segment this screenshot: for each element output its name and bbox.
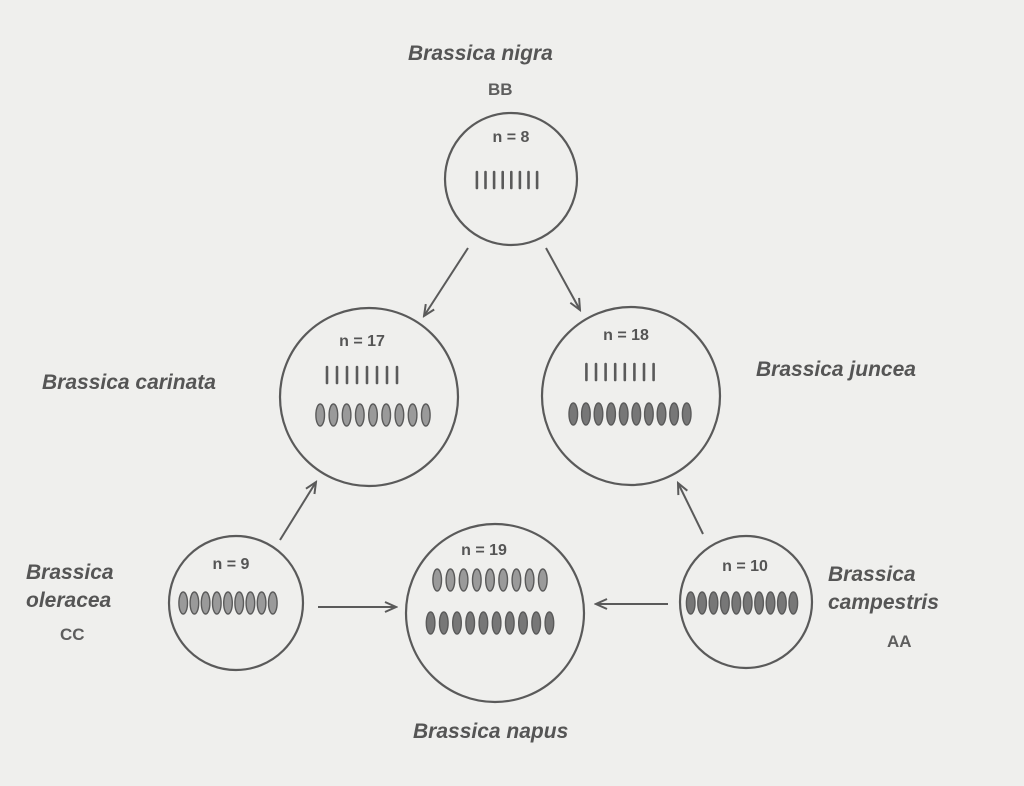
- oval-chromosome: [742, 591, 753, 615]
- oval-chromosome: [498, 568, 509, 592]
- napus-chromosome-count: n = 19: [461, 542, 507, 559]
- label-brassica-juncea: Brassica juncea: [756, 358, 916, 381]
- oleracea-chromosome-count: n = 9: [213, 556, 250, 573]
- carinata-oval-row: [315, 403, 431, 427]
- juncea-chromosome-count: n = 18: [603, 327, 649, 344]
- arrow-oleracea-to-carinata: [279, 482, 316, 541]
- genome-cc: CC: [60, 625, 85, 644]
- genome-aa: AA: [887, 632, 912, 651]
- campestris-oval-row: [685, 591, 799, 615]
- oval-chromosome: [524, 568, 535, 592]
- juncea-cell: n = 18: [540, 305, 722, 487]
- oval-chromosome: [222, 591, 233, 615]
- oval-chromosome: [643, 402, 654, 426]
- napus-cell: n = 19: [404, 522, 586, 704]
- carinata-cell: n = 17: [278, 306, 460, 488]
- oval-chromosome: [315, 403, 326, 427]
- napus-oval-row-dark: [425, 611, 555, 635]
- oval-chromosome: [394, 403, 405, 427]
- napus-oval-row-light: [432, 568, 548, 592]
- oval-chromosome: [731, 591, 742, 615]
- oval-chromosome: [765, 591, 776, 615]
- oval-chromosome: [245, 591, 256, 615]
- oval-chromosome: [381, 403, 392, 427]
- oval-chromosome: [445, 568, 456, 592]
- oval-chromosome: [471, 568, 482, 592]
- oval-chromosome: [537, 568, 548, 592]
- oval-chromosome: [511, 568, 522, 592]
- arrow-nigra-to-juncea: [545, 247, 580, 310]
- arrow-nigra-to-carinata: [424, 247, 469, 316]
- arrow-campestris-to-juncea: [678, 483, 704, 535]
- oval-chromosome: [211, 591, 222, 615]
- oval-chromosome: [568, 402, 579, 426]
- oval-chromosome: [719, 591, 730, 615]
- oleracea-oval-row: [178, 591, 278, 615]
- oval-chromosome: [267, 591, 278, 615]
- oval-chromosome: [407, 403, 418, 427]
- oval-chromosome: [200, 591, 211, 615]
- oval-chromosome: [465, 611, 476, 635]
- oval-chromosome: [580, 402, 591, 426]
- oleracea-cell: n = 9: [167, 534, 305, 672]
- oval-chromosome: [368, 403, 379, 427]
- oval-chromosome: [754, 591, 765, 615]
- oval-chromosome: [341, 403, 352, 427]
- carinata-chromosome-count: n = 17: [339, 333, 385, 350]
- label-brassica-oleracea-line2: oleracea: [26, 589, 112, 612]
- oval-chromosome: [491, 611, 502, 635]
- nigra-chromosome-count: n = 8: [493, 129, 530, 146]
- juncea-oval-row: [568, 402, 692, 426]
- oval-chromosome: [669, 402, 680, 426]
- oval-chromosome: [518, 611, 529, 635]
- oval-chromosome: [681, 402, 692, 426]
- oval-chromosome: [438, 611, 449, 635]
- oval-chromosome: [708, 591, 719, 615]
- oval-chromosome: [425, 611, 436, 635]
- oval-chromosome: [178, 591, 189, 615]
- label-brassica-campestris-line2: campestris: [828, 591, 939, 614]
- oval-chromosome: [485, 568, 496, 592]
- label-brassica-carinata: Brassica carinata: [42, 371, 216, 394]
- juncea-rod-row: [585, 362, 655, 382]
- oval-chromosome: [631, 402, 642, 426]
- oval-chromosome: [256, 591, 267, 615]
- carinata-rod-row: [325, 365, 399, 385]
- oval-chromosome: [531, 611, 542, 635]
- oval-chromosome: [452, 611, 463, 635]
- oval-chromosome: [656, 402, 667, 426]
- nigra-chromosome-row: [475, 170, 539, 190]
- oval-chromosome: [788, 591, 799, 615]
- campestris-chromosome-count: n = 10: [722, 558, 768, 575]
- oval-chromosome: [504, 611, 515, 635]
- label-brassica-oleracea-line1: Brassica: [26, 561, 114, 584]
- oval-chromosome: [432, 568, 443, 592]
- oval-chromosome: [354, 403, 365, 427]
- oval-chromosome: [328, 403, 339, 427]
- campestris-cell: n = 10: [678, 534, 814, 670]
- label-brassica-nigra: Brassica nigra: [408, 42, 553, 65]
- oval-chromosome: [697, 591, 708, 615]
- oval-chromosome: [458, 568, 469, 592]
- oval-chromosome: [685, 591, 696, 615]
- oval-chromosome: [618, 402, 629, 426]
- oval-chromosome: [606, 402, 617, 426]
- oval-chromosome: [544, 611, 555, 635]
- oval-chromosome: [593, 402, 604, 426]
- oval-chromosome: [420, 403, 431, 427]
- oval-chromosome: [776, 591, 787, 615]
- label-brassica-napus: Brassica napus: [413, 720, 569, 743]
- nigra-cell: n = 8: [443, 111, 579, 247]
- oval-chromosome: [234, 591, 245, 615]
- oval-chromosome: [189, 591, 200, 615]
- oval-chromosome: [478, 611, 489, 635]
- genome-bb: BB: [488, 80, 513, 99]
- label-brassica-campestris-line1: Brassica: [828, 563, 916, 586]
